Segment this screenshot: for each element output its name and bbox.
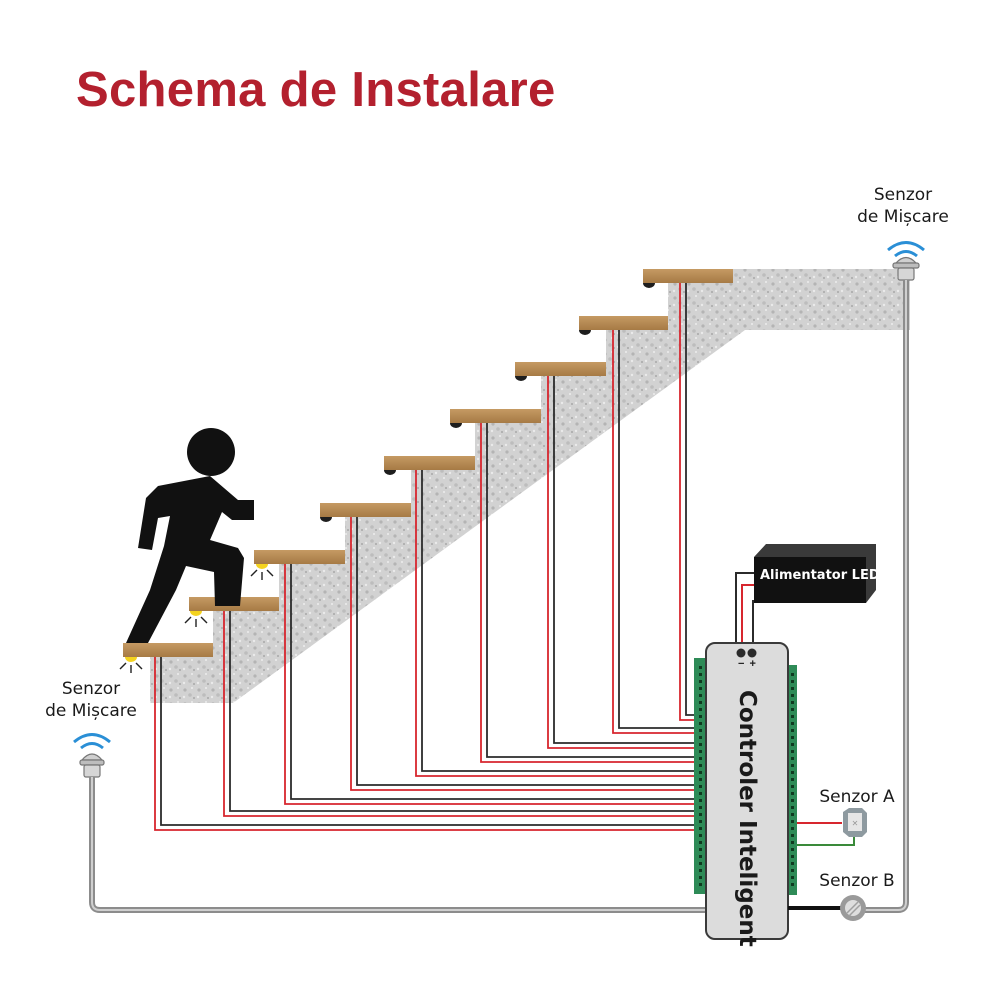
step-3: [254, 550, 345, 564]
motion-sensor-top-icon: [887, 241, 925, 281]
person-climbing-icon: [126, 428, 254, 643]
label-line: Senzor: [873, 185, 933, 205]
power-supply-icon: [754, 544, 876, 603]
controller-body: [705, 642, 789, 940]
motion-sensor-bottom-label: Senzor de Mișcare: [26, 678, 156, 722]
label-line: de Mișcare: [45, 701, 137, 721]
unlit-led-icons: [320, 283, 655, 522]
step-6: [450, 409, 541, 423]
sensor-cables: [89, 280, 909, 913]
motion-sensor-bottom-icon: [73, 733, 111, 778]
motion-sensor-top-label: Senzor de Mișcare: [838, 184, 968, 228]
led-light-icon: [119, 657, 143, 673]
page-title: Schema de Instalare: [76, 63, 556, 117]
led-light-icon: [250, 564, 274, 580]
step-8: [579, 316, 668, 330]
label-line: de Mișcare: [857, 207, 949, 227]
label-line: Senzor: [61, 679, 121, 699]
step-9: [643, 269, 733, 283]
power-supply-label: Alimentator LED: [760, 568, 880, 583]
step-5: [384, 456, 475, 470]
sensor-a-icon: ✕: [843, 808, 867, 837]
power-supply-wiring: [735, 572, 754, 648]
step-7: [515, 362, 606, 376]
sensor-b-icon: [840, 895, 866, 921]
sensor-b-label: Senzor B: [819, 871, 895, 891]
led-light-icon: [184, 611, 208, 627]
svg-text:✕: ✕: [852, 819, 859, 828]
lit-led-icons: [119, 564, 274, 673]
concrete-staircase: [150, 269, 910, 703]
terminal-plus: +: [749, 658, 756, 670]
terminal-minus: −: [738, 658, 745, 670]
step-wiring: [154, 283, 697, 831]
step-1: [123, 643, 213, 657]
sensor-a-label: Senzor A: [819, 787, 895, 807]
step-4: [320, 503, 411, 517]
controller-terminal-polarity: − +: [738, 658, 756, 670]
controller-label: Controler Inteligent: [734, 690, 760, 947]
terminal-screw-dots: [699, 666, 794, 886]
